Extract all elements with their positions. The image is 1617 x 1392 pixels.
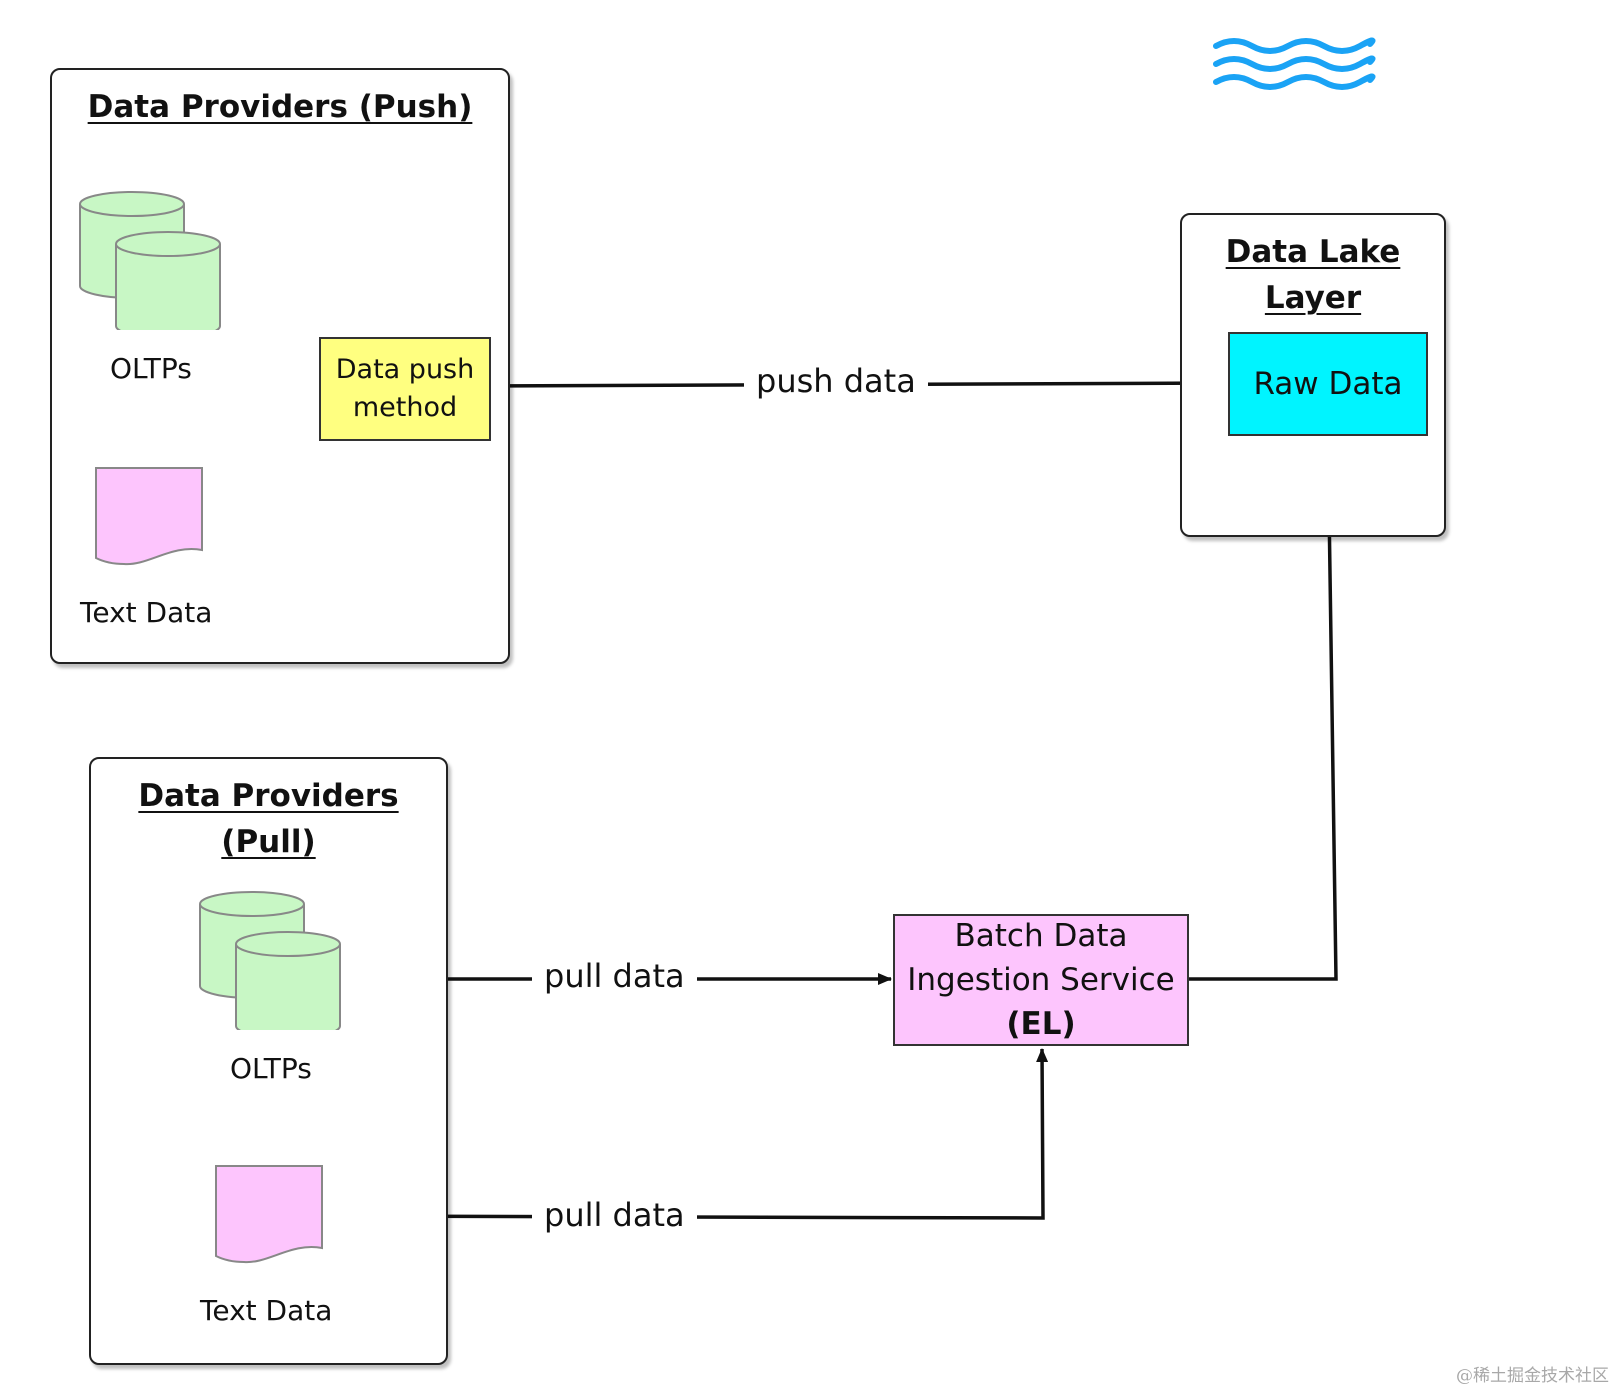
- raw-data-label: Raw Data: [1253, 366, 1403, 402]
- push-text-label: Text Data: [80, 596, 213, 629]
- edge-label-pull-data-oltp: pull data: [532, 957, 697, 995]
- push-method-line1: Data push: [335, 354, 475, 385]
- push-method-line2: method: [352, 392, 458, 423]
- water-waves-icon: [1213, 37, 1376, 90]
- batch-line3: (EL): [1006, 1006, 1076, 1042]
- pull-oltp-label: OLTPs: [230, 1052, 312, 1085]
- watermark: @稀土掘金技术社区: [1456, 1366, 1609, 1386]
- data-lake-title-line2: Layer: [1264, 280, 1362, 316]
- document-icon: [215, 1165, 323, 1264]
- push-providers-title: Data Providers (Push): [87, 89, 473, 125]
- database-cylinder-icon: [199, 891, 341, 1030]
- data-lake-title-line1: Data Lake: [1225, 234, 1401, 270]
- push-method-node[interactable]: Data push method: [319, 337, 491, 441]
- push-oltp-label: OLTPs: [110, 352, 192, 385]
- raw-data-node[interactable]: Raw Data: [1228, 332, 1428, 436]
- pull-providers-group: Data Providers (Pull): [89, 757, 448, 1365]
- pull-text-label: Text Data: [200, 1294, 333, 1327]
- edge-batch-to-raw-data: [1188, 437, 1338, 981]
- batch-line1: Batch Data: [954, 918, 1128, 954]
- batch-line2: Ingestion Service: [907, 962, 1175, 998]
- document-icon: [95, 467, 203, 566]
- pull-providers-title-line2: (Pull): [221, 824, 316, 860]
- database-cylinder-icon: [79, 191, 221, 330]
- edge-label-push-data: push data: [744, 362, 928, 400]
- batch-ingestion-node[interactable]: Batch Data Ingestion Service (EL): [893, 914, 1189, 1046]
- pull-providers-title-line1: Data Providers: [138, 778, 399, 814]
- edge-label-pull-data-text: pull data: [532, 1196, 697, 1234]
